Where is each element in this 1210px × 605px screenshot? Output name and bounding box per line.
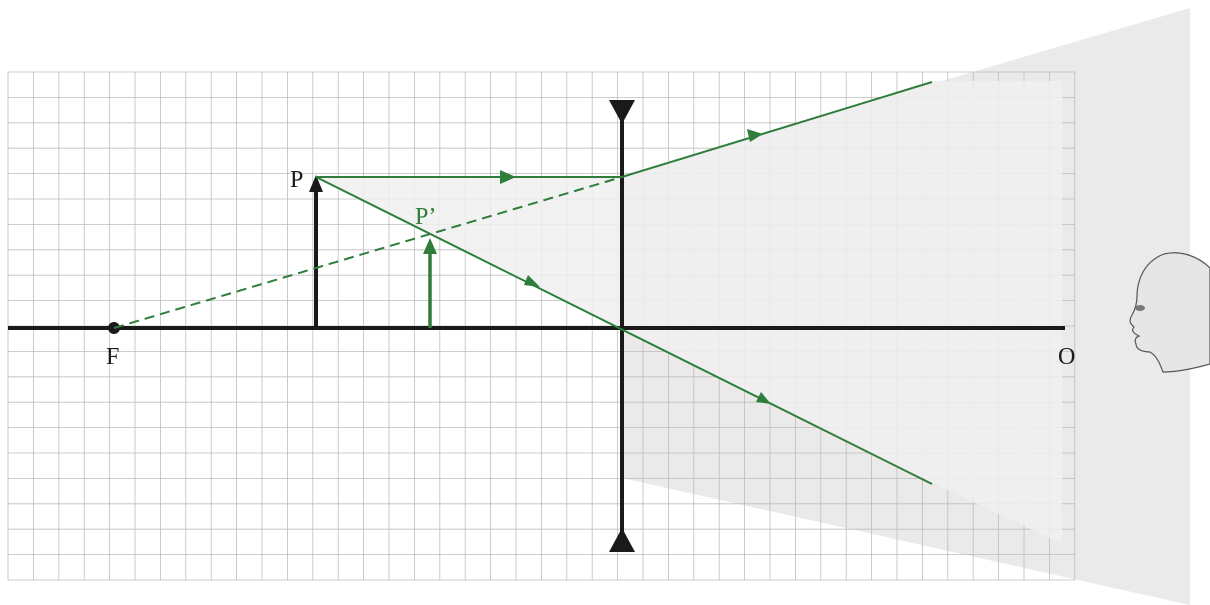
observer-head-icon <box>1129 252 1210 373</box>
object-arrow-head <box>309 175 323 192</box>
refracted-ray <box>621 81 933 178</box>
object-arrow <box>309 175 323 328</box>
ray-arrowhead <box>524 275 540 287</box>
lens-bottom-marker <box>609 528 635 552</box>
focus-label: F <box>106 344 119 370</box>
observer-head <box>1129 252 1210 373</box>
virtual-ray-extension <box>113 176 623 329</box>
image-label: P’ <box>415 204 436 230</box>
image-arrow <box>423 238 437 328</box>
light-ray-fan <box>315 81 1062 544</box>
central-ray <box>315 176 933 485</box>
image-arrow-head <box>423 238 437 254</box>
ray-arrowhead <box>756 392 771 404</box>
diverging-lens-icon <box>609 100 635 552</box>
ray-arrowhead <box>500 170 516 184</box>
observer-point-label: O <box>1058 344 1075 370</box>
ray-arrowhead <box>747 129 763 142</box>
lens-top-marker <box>609 100 635 124</box>
observer-eye <box>1135 305 1145 311</box>
object-label: P <box>290 167 303 193</box>
